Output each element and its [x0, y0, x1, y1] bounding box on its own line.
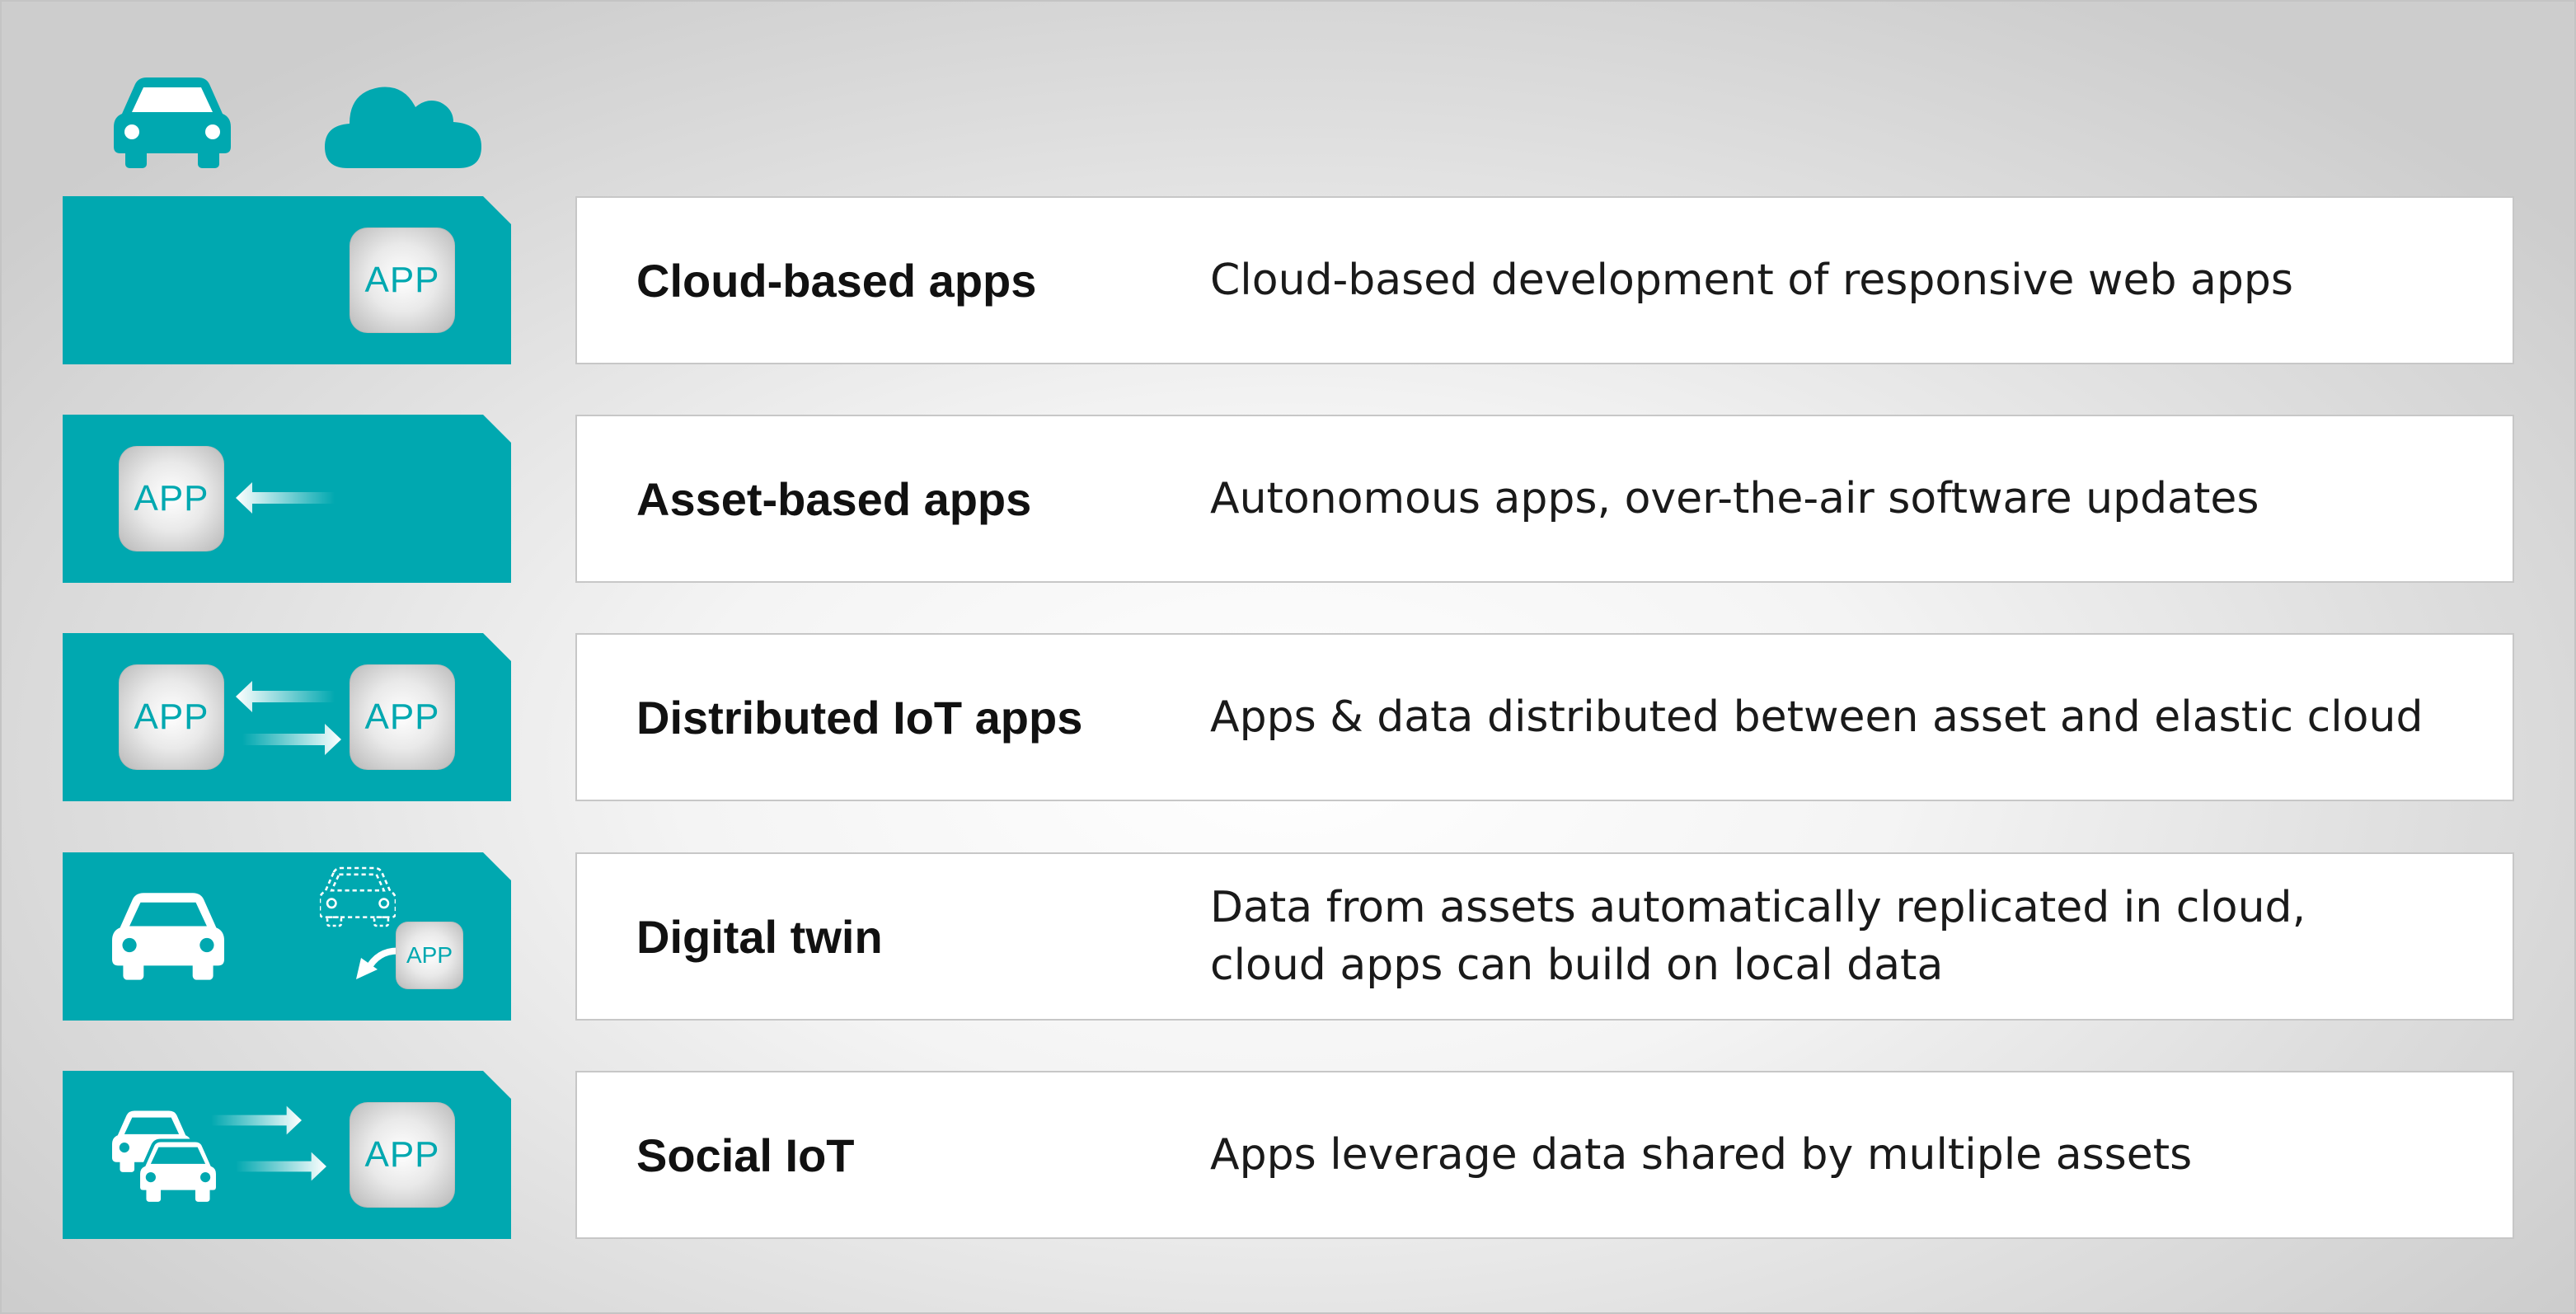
row-description: Apps & data distributed between asset an… — [1210, 692, 2424, 742]
row-distributed-iot-apps: APP APP Distributed IoT — [0, 633, 2576, 801]
illustration-panel: APP — [63, 415, 511, 583]
row-title: Social IoT — [636, 1129, 855, 1181]
virtual-car-icon — [320, 866, 396, 928]
row-card: Cloud-based apps Cloud-based development… — [575, 196, 2514, 364]
row-description: Autonomous apps, over-the-air software u… — [1210, 474, 2259, 523]
row-asset-based-apps: APP Asset-based apps Autonomous apps, ov… — [0, 415, 2576, 583]
app-tile: APP — [350, 1102, 455, 1208]
row-card: Digital twin Data from assets automatica… — [575, 852, 2514, 1021]
row-card: Asset-based apps Autonomous apps, over-t… — [575, 415, 2514, 583]
car-icon — [114, 76, 231, 168]
row-card: Social IoT Apps leverage data shared by … — [575, 1071, 2514, 1239]
illustration-panel: APP APP — [63, 633, 511, 801]
app-tile-label: APP — [406, 942, 453, 968]
app-tile-label: APP — [134, 697, 209, 737]
arrow-right-icon — [236, 1150, 326, 1183]
row-description: Data from assets automatically replicate… — [1210, 883, 2306, 990]
app-tile: APP — [119, 664, 224, 770]
app-tile: APP — [396, 922, 463, 989]
arrow-right-icon — [242, 722, 341, 757]
car-icon — [112, 890, 224, 981]
row-title: Distributed IoT apps — [636, 691, 1083, 744]
app-tile-label: APP — [134, 478, 209, 519]
app-tile-label: APP — [364, 1134, 440, 1175]
illustration-panel: APP — [63, 1071, 511, 1239]
app-tile: APP — [350, 664, 455, 770]
app-tile-label: APP — [364, 260, 440, 300]
row-cloud-based-apps: APP Cloud-based apps Cloud-based develop… — [0, 196, 2576, 364]
row-description: Apps leverage data shared by multiple as… — [1210, 1130, 2193, 1180]
cloud-icon — [325, 76, 481, 170]
app-tile: APP — [350, 228, 455, 333]
row-title: Asset-based apps — [636, 472, 1032, 525]
car-icon — [138, 1138, 218, 1203]
arrow-right-icon — [211, 1104, 302, 1137]
arrow-left-icon — [236, 679, 335, 714]
row-digital-twin: APP Digital twin Data from assets automa… — [0, 852, 2576, 1021]
arrow-left-icon — [236, 481, 335, 515]
illustration-panel: APP — [63, 852, 511, 1021]
row-card: Distributed IoT apps Apps & data distrib… — [575, 633, 2514, 801]
app-tile: APP — [119, 446, 224, 551]
row-description: Cloud-based development of responsive we… — [1210, 256, 2293, 305]
row-title: Cloud-based apps — [636, 254, 1037, 307]
app-tile-label: APP — [364, 697, 440, 737]
row-title: Digital twin — [636, 910, 883, 963]
illustration-panel: APP — [63, 196, 511, 364]
row-social-iot: APP Social IoT Apps leverage data shared… — [0, 1071, 2576, 1239]
